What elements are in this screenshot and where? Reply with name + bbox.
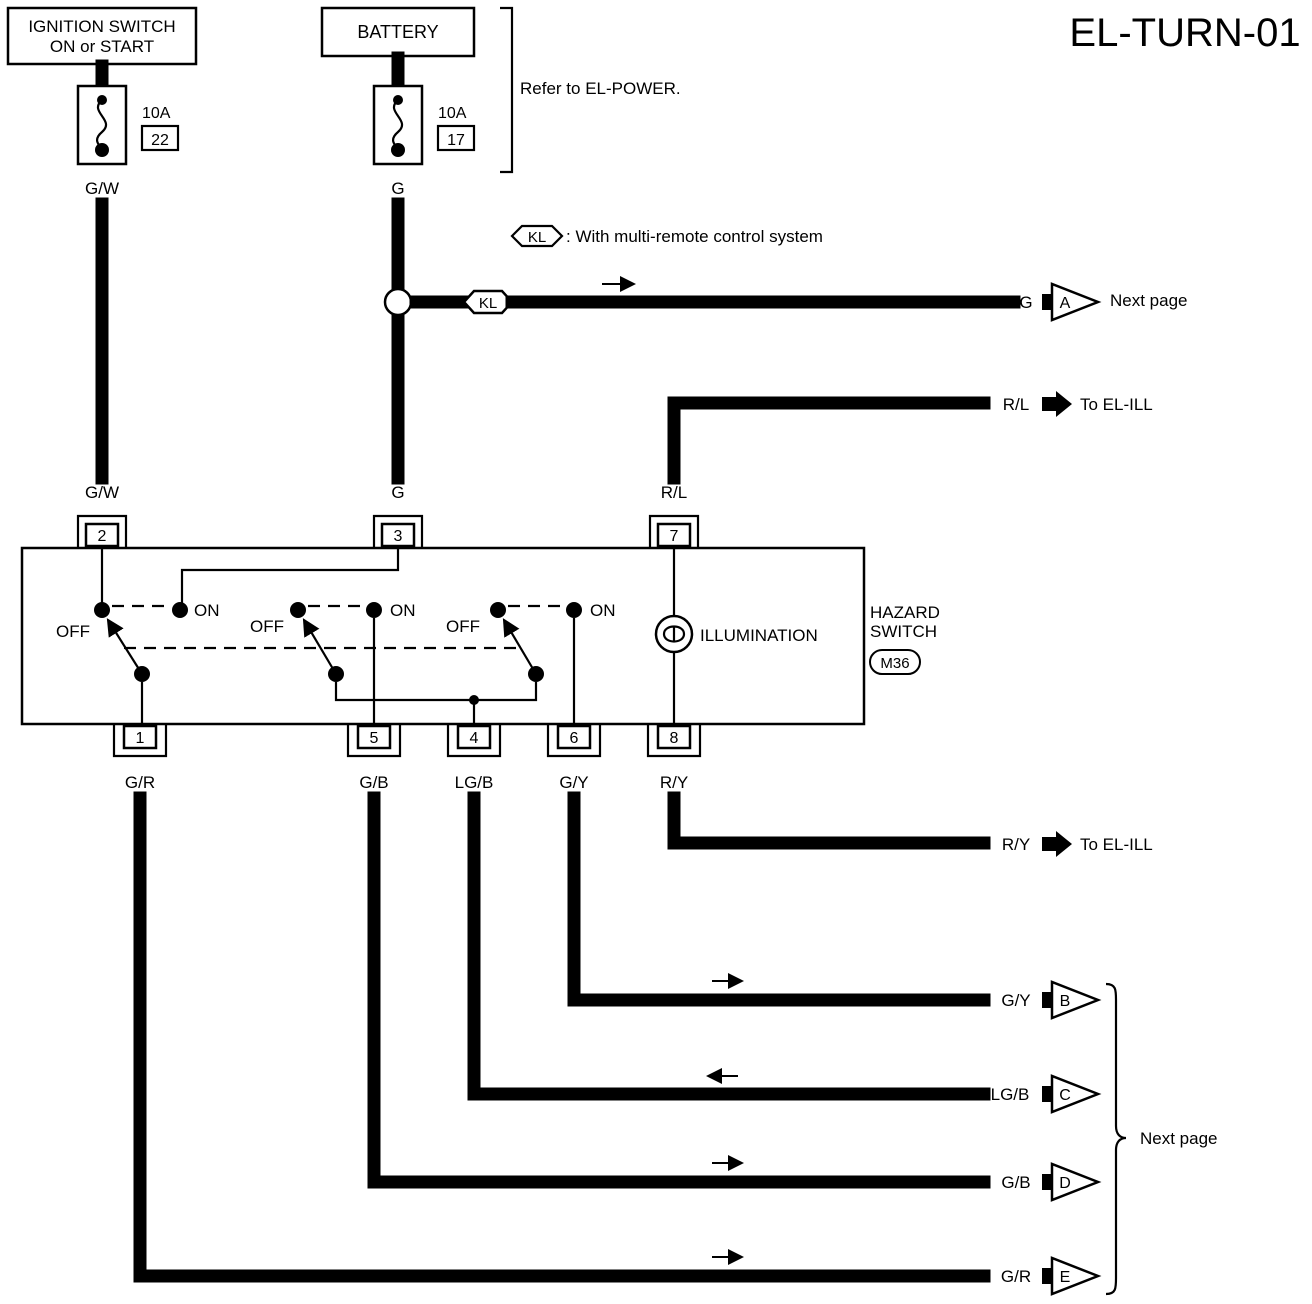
fuse-17: 10A 17 (372, 51, 476, 166)
group-brace (1105, 982, 1127, 1296)
legend: KL : With multi-remote control system (510, 224, 823, 248)
wire-label-gw-top: G/W (85, 179, 119, 198)
hazard-switch-code: M36 (880, 655, 909, 672)
pin-4: 4 (446, 724, 502, 758)
fuse-17-number: 17 (447, 132, 465, 149)
svg-text:4: 4 (470, 730, 479, 747)
svg-text:2: 2 (98, 528, 107, 545)
svg-text:5: 5 (370, 730, 379, 747)
pin-3: 3 (372, 514, 424, 548)
hazard-switch-body (20, 546, 866, 726)
fuse-22-number: 22 (151, 132, 169, 149)
wire-label-ry-line: R/Y (1002, 835, 1030, 854)
sw1-on: ON (194, 601, 220, 620)
sw1-off: OFF (56, 622, 90, 641)
battery-box: BATTERY (320, 6, 476, 58)
connector-a-label: A (1060, 295, 1071, 312)
legend-badge: KL (528, 229, 546, 246)
illumination-label: ILLUMINATION (700, 626, 818, 645)
pin-2: 2 (76, 514, 128, 548)
dest-to-el-ill-2: To EL-ILL (1080, 835, 1153, 854)
kl-badge-label: KL (479, 295, 497, 312)
connector-d-label: D (1059, 1175, 1071, 1192)
illumination-lamp: ILLUMINATION (654, 548, 818, 728)
connector-b (1050, 980, 1102, 1020)
svg-text:6: 6 (570, 730, 579, 747)
wire-rl (667, 396, 991, 485)
sw3-on: ON (590, 601, 616, 620)
legend-text: : With multi-remote control system (566, 227, 823, 246)
fuse-22-rating: 10A (142, 105, 171, 122)
switch-2: OFF ON (250, 601, 416, 728)
ignition-switch-box: IGNITION SWITCH ON or START (6, 6, 198, 66)
wire-label-d: G/B (1001, 1173, 1030, 1192)
hazard-switch-label-1: HAZARD (870, 603, 940, 622)
refer-bracket (500, 6, 514, 174)
pin-1: 1 (112, 724, 168, 758)
wire-label-gr-pin: G/R (125, 773, 155, 792)
ignition-label-line2: ON or START (50, 37, 154, 56)
connector-d (1050, 1162, 1102, 1202)
wire-label-gb-pin: G/B (359, 773, 388, 792)
dest-next-page-a: Next page (1110, 291, 1188, 310)
wire-label-lgb-pin: LG/B (455, 773, 494, 792)
connector-b-label: B (1060, 993, 1071, 1010)
wire-label-rl-pin: R/L (661, 483, 687, 502)
wire-lgb (467, 791, 991, 1101)
fuse-22: 10A 22 (76, 59, 180, 166)
arrow-to-el-ill-2 (1042, 831, 1072, 857)
wire-label-b: G/Y (1001, 991, 1030, 1010)
dest-next-page-group: Next page (1140, 1129, 1218, 1148)
arrow-to-el-ill-1 (1042, 391, 1072, 417)
wire-label-rl-line: R/L (1003, 395, 1029, 414)
sw3-off: OFF (446, 617, 480, 636)
wire-ry (667, 791, 991, 850)
fuse-17-rating: 10A (438, 105, 467, 122)
wire-label-g-pin: G (391, 483, 404, 502)
kl-badge: KL (462, 289, 514, 315)
splice-point (383, 287, 413, 317)
pin-7: 7 (648, 514, 700, 548)
connector-c-label: C (1059, 1087, 1071, 1104)
wire-gr (133, 791, 991, 1283)
switch-3: OFF ON (446, 601, 616, 728)
svg-text:7: 7 (670, 528, 679, 545)
wire-gb (367, 791, 991, 1189)
wire-gy (567, 791, 991, 1007)
pin-6: 6 (546, 724, 602, 758)
connector-a (1050, 282, 1102, 322)
wire-label-e: G/R (1001, 1267, 1031, 1286)
wire-label-g-top: G (391, 179, 404, 198)
bus-pin-4 (334, 682, 538, 702)
connector-e (1050, 1256, 1102, 1296)
dest-to-el-ill-1: To EL-ILL (1080, 395, 1153, 414)
wire-label-gw-pin: G/W (85, 483, 119, 502)
ignition-label-line1: IGNITION SWITCH (28, 17, 175, 36)
sw2-off: OFF (250, 617, 284, 636)
connector-e-label: E (1060, 1269, 1071, 1286)
svg-text:3: 3 (394, 528, 403, 545)
wire-label-c: LG/B (991, 1085, 1030, 1104)
wire-label-ry-pin: R/Y (660, 773, 688, 792)
svg-text:8: 8 (670, 730, 679, 747)
connector-c (1050, 1074, 1102, 1114)
pin-8: 8 (646, 724, 702, 758)
hazard-switch-label-2: SWITCH (870, 622, 937, 641)
battery-label: BATTERY (357, 22, 438, 42)
switch-1: OFF ON (56, 548, 400, 728)
wire-label-a: G (1019, 293, 1032, 312)
svg-text:1: 1 (136, 730, 145, 747)
hazard-switch-code-badge (869, 649, 921, 675)
pin-5: 5 (346, 724, 402, 758)
refer-text: Refer to EL-POWER. (520, 79, 681, 98)
page-id: EL-TURN-01 (1069, 11, 1300, 55)
sw2-on: ON (390, 601, 416, 620)
wire-label-gy-pin: G/Y (559, 773, 588, 792)
